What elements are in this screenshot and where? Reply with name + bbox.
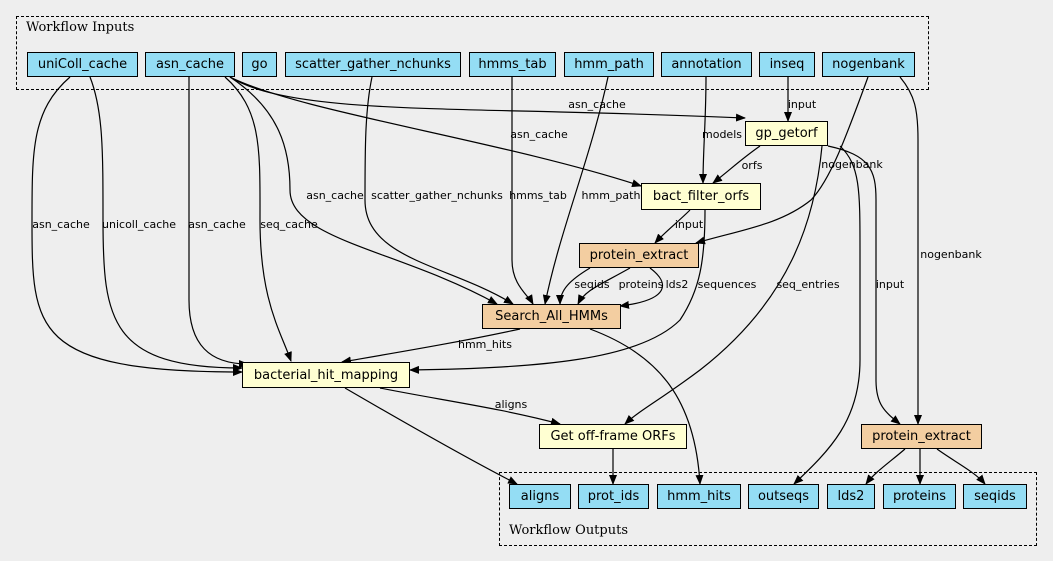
edge-aligns-out	[344, 387, 518, 485]
step-get-off-frame-orfs[interactable]: Get off-frame ORFs	[539, 424, 687, 449]
label-gp-input: input	[876, 278, 905, 291]
step-gp-getorf[interactable]: gp_getorf	[745, 121, 828, 146]
edge-lds2	[619, 267, 664, 309]
label-unicoll-asn-cache: asn_cache	[32, 218, 90, 231]
input-hmm-path[interactable]: hmm_path	[564, 52, 654, 77]
edge-seq-entries	[624, 145, 823, 425]
input-hmms-tab[interactable]: hmms_tab	[469, 52, 556, 77]
label-proteins: proteins	[619, 278, 664, 291]
edge-orfs	[712, 145, 761, 184]
label-nogenbank-2: nogenbank	[920, 248, 982, 261]
edge-pe2-seqids	[936, 448, 986, 485]
step-search-all-hmms[interactable]: Search_All_HMMs	[482, 304, 621, 329]
label-asn-cache-mapping: asn_cache	[188, 218, 246, 231]
step-bact-filter-orfs[interactable]: bact_filter_orfs	[641, 183, 761, 210]
label-asn-cache-hmms: asn_cache	[306, 189, 364, 202]
label-models: models	[702, 128, 742, 141]
step-protein-extract-2[interactable]: protein_extract	[861, 424, 982, 449]
input-inseq[interactable]: inseq	[759, 52, 815, 77]
edge-nogenbank-2	[899, 76, 922, 425]
edge-bact-input	[654, 209, 691, 244]
input-asn-cache[interactable]: asn_cache	[145, 52, 235, 77]
output-aligns[interactable]: aligns	[509, 484, 571, 509]
step-protein-extract-1[interactable]: protein_extract	[579, 243, 699, 268]
edge-seqids	[556, 267, 591, 305]
label-orfs: orfs	[742, 159, 763, 172]
label-seq-entries: seq_entries	[776, 278, 839, 291]
workflow-inputs-cluster	[16, 16, 929, 90]
input-nogenbank[interactable]: nogenbank	[822, 52, 915, 77]
label-nogenbank-1: nogenbank	[821, 158, 883, 171]
input-annotation[interactable]: annotation	[661, 52, 752, 77]
edge-asn-cache-gp	[229, 76, 746, 122]
output-prot-ids[interactable]: prot_ids	[578, 484, 649, 509]
workflow-inputs-label: Workflow Inputs	[26, 20, 135, 35]
output-seqids[interactable]: seqids	[963, 484, 1027, 509]
edge-asn-cache-bact	[229, 76, 642, 188]
label-aligns: aligns	[495, 398, 528, 411]
edge-sequences	[409, 209, 706, 374]
edge-hmm-hits	[341, 328, 521, 365]
edge-pe2-lds2	[865, 448, 906, 485]
edge-asn-cache-hmms	[229, 76, 498, 305]
edge-aligns	[379, 387, 561, 426]
label-hmm-path: hmm_path	[582, 189, 641, 202]
workflow-outputs-label: Workflow Outputs	[509, 523, 628, 538]
edge-hmms-tab	[511, 76, 534, 305]
edge-scatter	[364, 76, 514, 305]
edge-outseqs	[793, 145, 861, 485]
label-inseq-input: input	[788, 98, 817, 111]
edge-models	[699, 76, 708, 184]
label-hmm-hits: hmm_hits	[458, 338, 512, 351]
label-sequences: sequences	[698, 278, 757, 291]
output-outseqs[interactable]: outseqs	[748, 484, 819, 509]
edge-gp-input	[827, 145, 901, 425]
input-scatter-gather-nchunks[interactable]: scatter_gather_nchunks	[285, 52, 461, 77]
label-hmms-tab: hmms_tab	[509, 189, 567, 202]
label-seqids: seqids	[574, 278, 610, 291]
label-seq-cache: seq_cache	[260, 218, 318, 231]
output-lds2[interactable]: lds2	[827, 484, 875, 509]
edge-proteins	[577, 267, 631, 305]
output-proteins[interactable]: proteins	[883, 484, 956, 509]
edge-hmm-path	[542, 76, 609, 305]
input-unicoll-cache[interactable]: uniColl_cache	[27, 52, 138, 77]
step-bacterial-hit-mapping[interactable]: bacterial_hit_mapping	[242, 362, 410, 388]
output-hmm-hits[interactable]: hmm_hits	[657, 484, 741, 509]
label-unicoll-cache: unicoll_cache	[102, 218, 176, 231]
label-scatter: scatter_gather_nchunks	[371, 189, 503, 202]
label-bact-input: input	[675, 218, 704, 231]
label-asn-cache-gp: asn_cache	[568, 98, 626, 111]
edge-unicoll-asn-cache	[31, 76, 243, 376]
edge-asn-cache-mapping	[188, 76, 249, 368]
edge-nogenbank-1	[695, 76, 869, 245]
edge-seq-cache	[224, 76, 292, 362]
edge-hmm-hits-out	[589, 328, 704, 485]
input-go[interactable]: go	[242, 52, 277, 77]
label-asn-cache-bact: asn_cache	[510, 128, 568, 141]
edge-unicoll-cache	[89, 76, 243, 372]
workflow-outputs-cluster	[499, 472, 1037, 546]
label-lds2: lds2	[666, 278, 689, 291]
